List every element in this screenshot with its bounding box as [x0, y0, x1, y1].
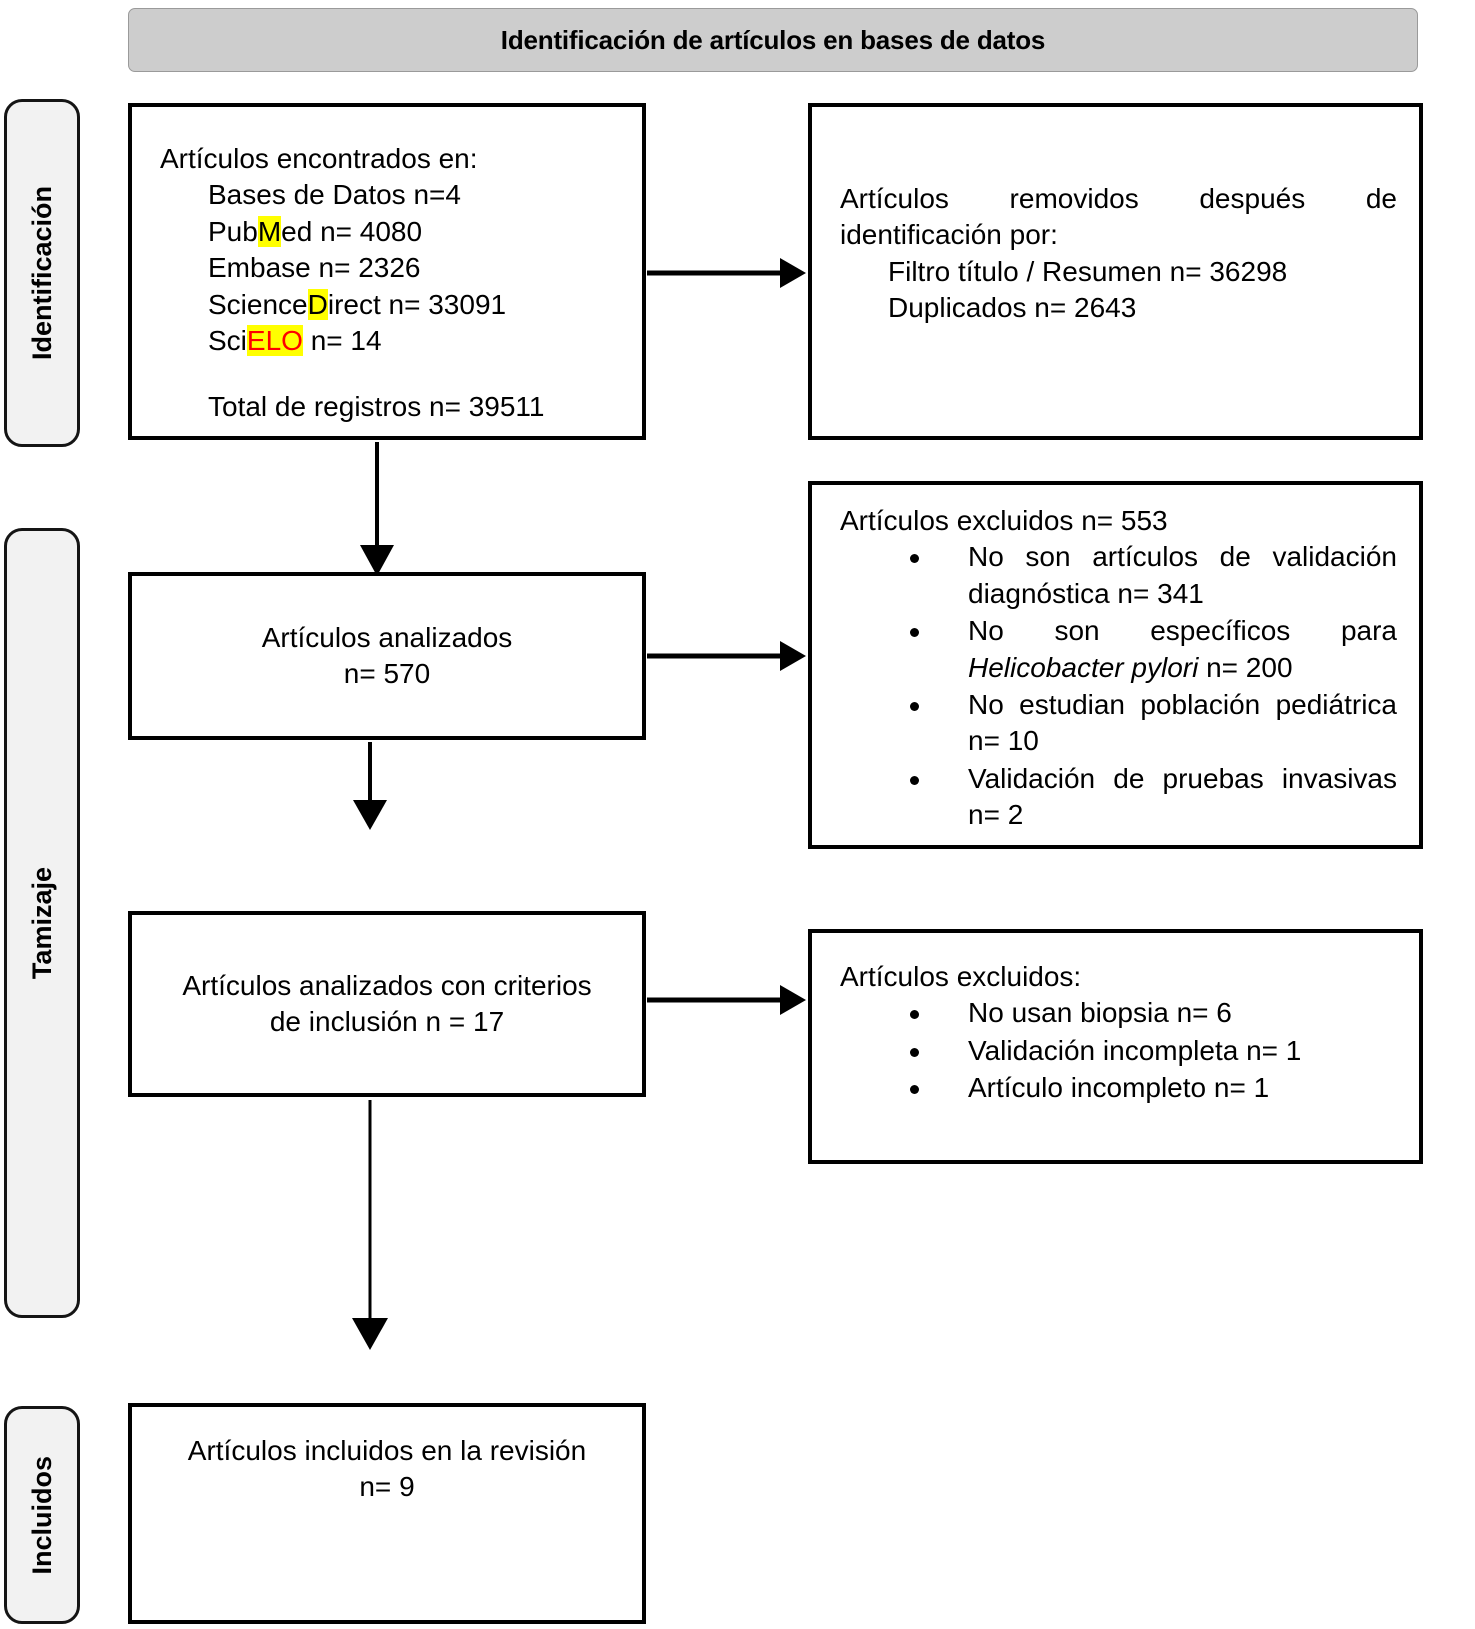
box-found-line-scielo: SciELO n= 14: [160, 323, 620, 359]
box-included-line2: n= 9: [359, 1471, 415, 1503]
box-included-line1: Artículos incluidos en la revisión: [187, 1435, 587, 1466]
scielo-post: n= 14: [302, 324, 382, 356]
stage-label-tamizaje: Tamizaje: [4, 528, 80, 1318]
stage-label-text: Identificación: [26, 185, 57, 361]
arrow-found-to-removed-icon: [647, 258, 806, 288]
box-excluded2-content: Artículos excluidos: No usan biopsia n= …: [840, 933, 1397, 1107]
box-found-line-embase: Embase n= 2326: [208, 252, 421, 284]
box-excluded1-list: No son artículos de validación diagnósti…: [840, 539, 1397, 833]
box-articulos-encontrados: Artículos encontrados en: Bases de Datos…: [128, 103, 646, 440]
stage-label-identificacion: Identificación: [4, 99, 80, 447]
box-found-line-sciencedirect: ScienceDirect n= 33091: [160, 287, 620, 323]
arrow-criteria-to-excluded2-icon: [647, 985, 806, 1015]
list-item: No son específicos para Helicobacter pyl…: [910, 613, 1397, 686]
list-item: Artículo incompleto n= 1: [910, 1070, 1397, 1106]
arrow-analyzed-to-excluded1-icon: [647, 641, 806, 671]
box-found-content: Artículos encontrados en: Bases de Datos…: [160, 107, 620, 426]
box-articulos-analizados: Artículos analizados n= 570: [128, 572, 646, 740]
box-articulos-excluidos-final: Artículos excluidos: No usan biopsia n= …: [808, 929, 1423, 1164]
box-articulos-excluidos-553: Artículos excluidos n= 553 No son artícu…: [808, 481, 1423, 849]
list-item: No son artículos de validación diagnósti…: [910, 539, 1397, 612]
pubmed-highlight: M: [257, 215, 282, 247]
box-articulos-removidos: Artículos removidos después de identific…: [808, 103, 1423, 440]
box-analyzed-line2: n= 570: [343, 658, 431, 689]
arrow-analyzed-to-criteria-icon: [353, 742, 387, 830]
list-item: Validación incompleta n= 1: [910, 1033, 1397, 1069]
box-articulos-incluidos: Artículos incluidos en la revisión n= 9: [128, 1403, 646, 1624]
sciencedirect-pre: Science: [208, 288, 308, 320]
stage-label-text: Tamizaje: [26, 866, 57, 980]
box-excluded2-list: No usan biopsia n= 6 Validación incomple…: [840, 995, 1397, 1106]
list-item: Validación de pruebas invasivas n= 2: [910, 761, 1397, 834]
box-analyzed-line1: Artículos analizados: [261, 621, 513, 653]
pubmed-post: ed n= 4080: [281, 215, 423, 247]
pubmed-pre: Pub: [208, 215, 258, 247]
box-found-total: Total de registros n= 39511: [208, 391, 545, 423]
stage-label-text: Incluidos: [26, 1455, 57, 1575]
box-criteria-line2: de inclusión n = 17: [269, 1006, 505, 1037]
box-excluded1-content: Artículos excluidos n= 553 No son artícu…: [840, 485, 1397, 834]
box-criteria-line1: Artículos analizados con criterios: [182, 969, 592, 1001]
item-italic-species: Helicobacter pylori: [968, 651, 1199, 683]
box-removed-line-filtro: Filtro título / Resumen n= 36298: [888, 255, 1288, 287]
box-removed-line-duplicados: Duplicados n= 2643: [888, 292, 1137, 324]
item-post: n= 200: [1198, 651, 1293, 683]
box-found-line-pubmed: PubMed n= 4080: [160, 214, 620, 250]
scielo-pre: Sci: [208, 324, 247, 356]
list-item: No estudian población pediátrica n= 10: [910, 687, 1397, 760]
box-found-line-bases: Bases de Datos n=4: [208, 179, 461, 211]
stage-label-incluidos: Incluidos: [4, 1406, 80, 1624]
box-criteria-content: Artículos analizados con criterios de in…: [132, 915, 642, 1093]
box-analyzed-content: Artículos analizados n= 570: [132, 576, 642, 736]
box-included-content: Artículos incluidos en la revisión n= 9: [132, 1407, 642, 1506]
item-pre: No son específicos para: [968, 615, 1397, 647]
diagram-title-banner: Identificación de artículos en bases de …: [128, 8, 1418, 72]
arrow-criteria-to-included-icon: [352, 1100, 388, 1350]
box-removed-heading: Artículos removidos después de identific…: [840, 183, 1397, 251]
diagram-title: Identificación de artículos en bases de …: [500, 24, 1046, 55]
scielo-highlight: ELO: [246, 324, 303, 356]
box-removed-content: Artículos removidos después de identific…: [840, 107, 1397, 327]
list-item: No usan biopsia n= 6: [910, 995, 1397, 1031]
box-articulos-criterios-inclusion: Artículos analizados con criterios de in…: [128, 911, 646, 1097]
box-found-spacer: [160, 359, 620, 389]
box-found-heading: Artículos encontrados en:: [160, 143, 478, 174]
sciencedirect-highlight: D: [307, 288, 328, 320]
sciencedirect-post: irect n= 33091: [327, 288, 507, 320]
box-excluded2-heading: Artículos excluidos:: [840, 961, 1082, 992]
arrow-found-to-analyzed-icon: [360, 442, 394, 576]
box-excluded1-heading: Artículos excluidos n= 553: [840, 505, 1168, 536]
